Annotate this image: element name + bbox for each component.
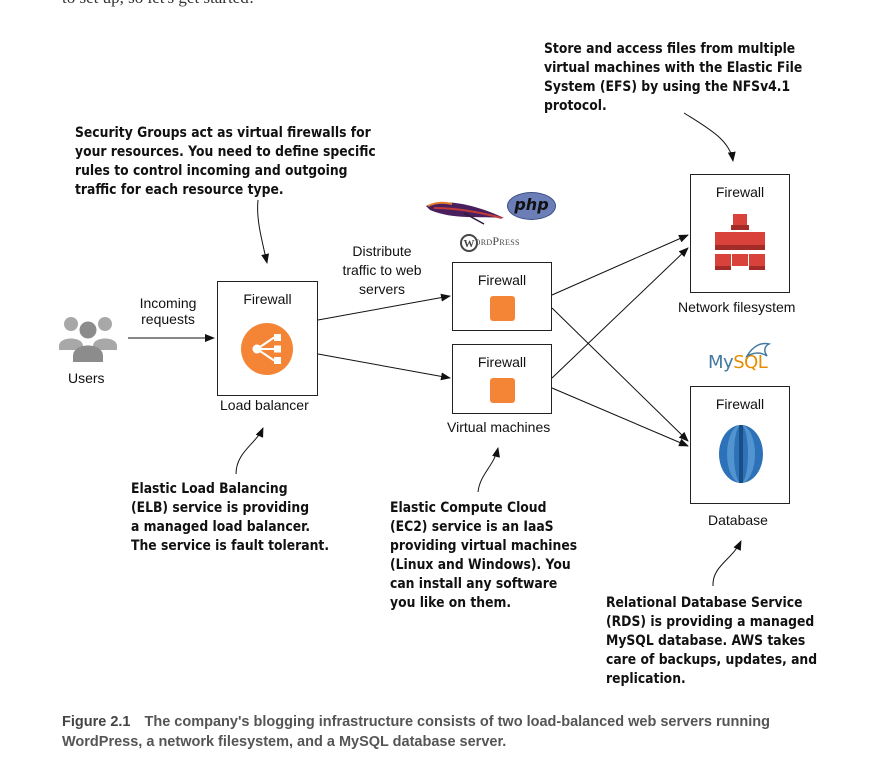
mysql-logo: MySQL [708, 352, 768, 373]
arrow-vm1-to-db [551, 307, 689, 442]
curve-security-groups [257, 199, 269, 264]
svg-text:W: W [464, 238, 475, 250]
wordpress-logo: W WordPress [460, 234, 520, 252]
incoming-requests-label: Incoming requests [139, 295, 197, 327]
arrow-lb-to-vm1 [317, 293, 451, 321]
dolphin-icon [745, 342, 772, 358]
annotation-security-groups: Security Groups act as virtual firewalls… [75, 125, 376, 198]
figure-caption-text: The company's blogging infrastructure co… [62, 714, 770, 750]
users-label: Users [68, 370, 105, 386]
curve-rds [712, 540, 742, 587]
virtual-machines-label: Virtual machines [447, 419, 551, 435]
arrow-lb-to-vm2 [317, 353, 451, 381]
intro-text: to set up, so let's get started! [62, 0, 254, 8]
firewall-label: Firewall [477, 272, 527, 288]
firewall-label: Firewall [715, 396, 765, 412]
curve-ec2 [477, 447, 500, 493]
firewall-label: Firewall [477, 354, 527, 370]
arrow-vm2-to-efs [551, 247, 689, 379]
php-logo: php [507, 192, 556, 220]
vm-instance-icon [490, 296, 515, 321]
load-balancer-firewall-box[interactable]: Firewall [217, 281, 318, 396]
curve-elb [235, 427, 264, 475]
annotation-efs: Store and access files from multiple vir… [544, 41, 803, 114]
vm-instance-icon [490, 378, 515, 403]
firewall-label: Firewall [243, 291, 292, 307]
apache-feather-icon [426, 201, 504, 225]
firewall-label: Firewall [715, 184, 765, 200]
rds-database-icon [719, 425, 763, 483]
load-balancer-icon [241, 323, 293, 375]
annotation-elb: Elastic Load Balancing (ELB) service is … [131, 481, 330, 554]
wordpress-icon: W [460, 234, 478, 252]
curve-efs [683, 112, 736, 162]
database-label: Database [708, 512, 768, 528]
efs-firewall-box[interactable]: Firewall [690, 174, 790, 293]
network-filesystem-label: Network filesystem [678, 299, 796, 315]
load-balancer-label: Load balancer [220, 397, 309, 413]
efs-icon [715, 214, 765, 270]
arrow-vm2-to-db [551, 387, 689, 447]
database-firewall-box[interactable]: Firewall [690, 386, 790, 504]
vm-1-firewall-box[interactable]: Firewall [452, 262, 552, 331]
arrow-vm1-to-efs [551, 234, 689, 296]
users-icon [59, 317, 117, 362]
annotation-ec2: Elastic Compute Cloud (EC2) service is a… [390, 500, 578, 611]
vm-2-firewall-box[interactable]: Firewall [452, 344, 552, 414]
distribute-traffic-label: Distribute traffic to web servers [342, 243, 422, 297]
figure-number: Figure 2.1 [62, 714, 131, 730]
annotation-rds: Relational Database Service (RDS) is pro… [606, 595, 818, 687]
